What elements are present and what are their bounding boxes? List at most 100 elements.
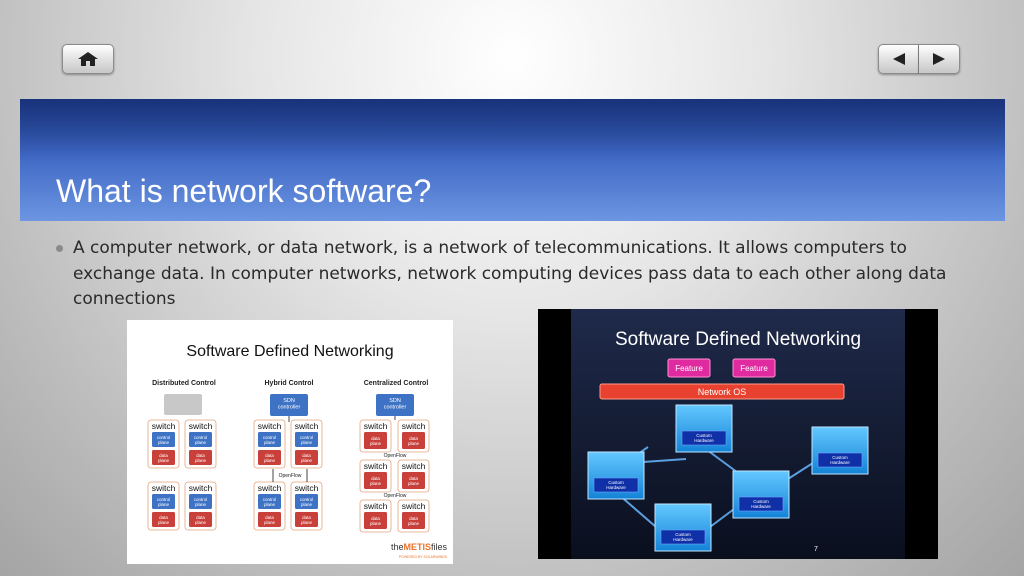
hardware-label-box: [738, 496, 784, 512]
data-plane-box: [402, 472, 425, 489]
switch-label: switch: [152, 483, 176, 493]
hardware-label-box: [817, 452, 863, 468]
sdn-controller-hybrid: [270, 394, 308, 416]
sdn-architecture-figure: Software Defined Networking Feature Feat…: [538, 309, 938, 559]
bullet-text: A computer network, or data network, is …: [73, 238, 947, 309]
control-plane-box: [189, 432, 212, 447]
column-label-distributed: Distributed Control: [152, 380, 216, 387]
hardware-label-box: [660, 529, 706, 545]
column-label-centralized: Centralized Control: [364, 380, 429, 387]
column-label-hybrid: Hybrid Control: [265, 380, 314, 387]
control-plane-box: [258, 432, 281, 447]
data-plane-box: [364, 432, 387, 449]
data-plane-box: [189, 512, 212, 527]
switch-label: switch: [295, 483, 319, 493]
next-slide-button[interactable]: [919, 44, 960, 74]
switch-label: switch: [152, 421, 176, 431]
switch-label: switch: [364, 501, 388, 511]
data-plane-box: [152, 450, 175, 465]
triangle-right-icon: [933, 53, 945, 65]
sdn-controller-centralized: [376, 394, 414, 416]
control-plane-box: [295, 494, 318, 509]
data-plane-box: [258, 512, 281, 527]
switch-label: switch: [402, 421, 426, 431]
hardware-label-box: [681, 430, 727, 446]
openflow-label: OpenFlow: [384, 453, 407, 459]
sdn-control-models-figure: Software Defined Networking Distributed …: [127, 320, 453, 564]
hardware-label-box: [593, 477, 639, 493]
slide-pager: [878, 44, 960, 74]
control-plane-box: [295, 432, 318, 447]
switch-label: switch: [189, 421, 213, 431]
openflow-label: OpenFlow: [279, 473, 302, 479]
metis-files-logo: theMETISfiles: [391, 542, 448, 552]
feature-label: Feature: [740, 364, 768, 373]
home-icon: [78, 52, 98, 66]
slide-title: What is network software?: [56, 173, 432, 209]
figure-left-title: Software Defined Networking: [186, 343, 393, 360]
data-plane-box: [189, 450, 212, 465]
data-plane-box: [295, 512, 318, 527]
data-plane-box: [152, 512, 175, 527]
home-button[interactable]: [62, 44, 114, 74]
feature-box: [732, 358, 776, 378]
openflow-label: OpenFlow: [384, 493, 407, 499]
metis-files-tagline: POWERED BY SOLARWINDS: [399, 555, 448, 559]
data-plane-box: [402, 432, 425, 449]
feature-box: [667, 358, 711, 378]
switch-label: switch: [189, 483, 213, 493]
control-plane-box: [152, 432, 175, 447]
title-band: What is network software?: [20, 99, 1005, 221]
previous-slide-button[interactable]: [878, 44, 919, 74]
switch-label: switch: [258, 483, 282, 493]
switch-label: switch: [258, 421, 282, 431]
switch-label: switch: [364, 421, 388, 431]
data-plane-box: [258, 450, 281, 465]
empty-controller-box: [164, 394, 202, 415]
data-plane-box: [364, 472, 387, 489]
bullet-dot-icon: [56, 245, 63, 252]
network-os-bar: [599, 383, 845, 400]
data-plane-box: [364, 512, 387, 529]
network-os-label: Network OS: [698, 387, 747, 397]
control-plane-box: [152, 494, 175, 509]
switch-label: switch: [364, 461, 388, 471]
